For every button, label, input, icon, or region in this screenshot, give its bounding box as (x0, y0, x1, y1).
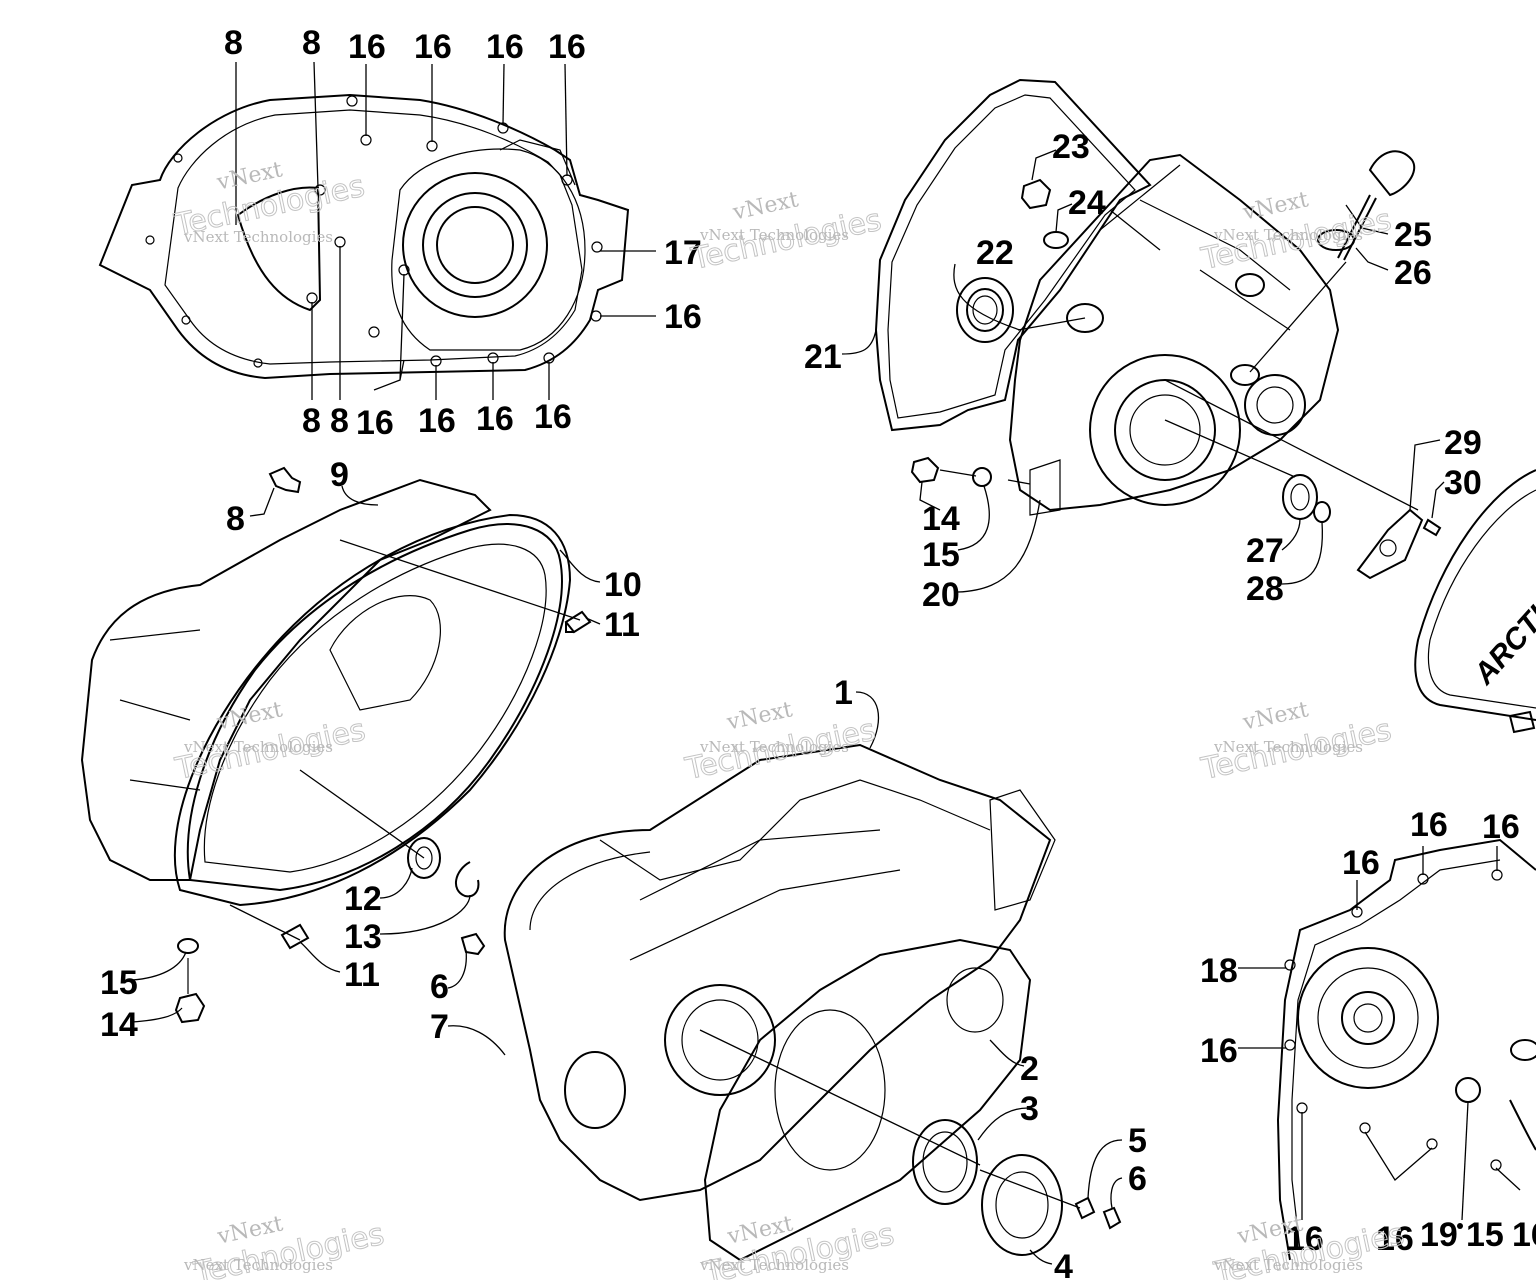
callout-label: 15 (100, 964, 138, 1002)
callout-label: 16 (486, 28, 524, 66)
callout-labels: 8 8 16 16 16 16 17 16 8 8 16 16 16 16 23… (100, 24, 1536, 1280)
watermark-text: vNext Technologies (1213, 1256, 1363, 1274)
callout-label: 16 (1482, 808, 1520, 846)
inner-clutch-cover-part (80, 478, 563, 892)
watermark-text: vNext Technologies (1213, 226, 1363, 244)
callout-label: 6 (430, 968, 449, 1006)
callout-label: 5 (1128, 1122, 1147, 1160)
callout-label: 15 (922, 536, 960, 574)
callout-label: 28 (1246, 570, 1284, 608)
callout-label: 16 (418, 402, 456, 440)
callout-label: 8 (226, 500, 245, 538)
callout-label: 11 (604, 606, 640, 644)
callout-label: 30 (1444, 464, 1482, 502)
callout-label: 8 (302, 24, 321, 62)
callout-label: 16 (356, 404, 394, 442)
callout-label: 8 (302, 402, 321, 440)
watermark-text: vNext Technologies (699, 1256, 849, 1274)
callout-label: 16 (1342, 844, 1380, 882)
watermark-text: vNext Technologies (183, 738, 333, 756)
callout-label: 20 (922, 576, 960, 614)
callout-label: 16 (414, 28, 452, 66)
callout-label: 18 (1200, 952, 1238, 990)
callout-label: 16 (1200, 1032, 1238, 1070)
callout-label: 16 (1286, 1220, 1324, 1258)
callout-label: 16 (1376, 1220, 1414, 1258)
callout-label: 27 (1246, 532, 1284, 570)
callout-label: 16 (1512, 1216, 1536, 1254)
leader-lines (131, 61, 1521, 1265)
callout-label: 4 (1054, 1248, 1073, 1280)
callout-label: 16 (548, 28, 586, 66)
callout-label: 16 (534, 398, 572, 436)
callout-label: 7 (430, 1008, 449, 1046)
watermark-word: vNext (1240, 187, 1311, 225)
drain-bolt-part (910, 456, 992, 487)
gasket-part (173, 513, 572, 907)
dowel-pin-part (280, 610, 592, 950)
callout-label: 21 (804, 338, 842, 376)
crankcase-gasket-part (703, 938, 1032, 1262)
callout-label: 24 (1068, 184, 1106, 222)
callout-label: 25 (1394, 216, 1432, 254)
watermark-text: vNext Technologies (183, 1256, 333, 1274)
watermark-text: vNext Technologies (699, 226, 849, 244)
brand-lettering: ARCTIC (1467, 583, 1536, 691)
callout-label: 8 (330, 402, 349, 440)
callout-label: 16 (348, 28, 386, 66)
bearing-part (956, 277, 1014, 343)
watermarks: vNext Technologies vNext Technologies vN… (170, 157, 1407, 1280)
crankcase-part (503, 743, 1056, 1202)
callout-label: 17 (664, 234, 702, 272)
callout-label: 22 (976, 234, 1014, 272)
callout-label: 10 (604, 566, 642, 604)
callout-label: 13 (344, 918, 382, 956)
stator-cover-part (874, 78, 1340, 516)
watermark-word: vNext (1240, 697, 1311, 735)
callout-label: 19 (1420, 1216, 1458, 1254)
callout-label: 16 (664, 298, 702, 336)
callout-label: 9 (330, 456, 349, 494)
callout-label: 16 (476, 400, 514, 438)
callout-label: 29 (1444, 424, 1482, 462)
watermark-text: vNext Technologies (1213, 738, 1363, 756)
watermark-text: vNext Technologies (183, 228, 333, 246)
callout-label: 12 (344, 880, 382, 918)
plate-part (1356, 508, 1442, 580)
watermark-word: vNext (214, 697, 285, 735)
watermark-word: vNext (724, 697, 795, 735)
watermark-word: vNext (730, 187, 801, 225)
callout-label: 11 (344, 956, 380, 994)
callout-label: 2 (1020, 1050, 1039, 1088)
callout-label: 23 (1052, 128, 1090, 166)
callout-label: 14 (100, 1006, 138, 1044)
cover-bolt-part (268, 466, 302, 494)
crank-seal-part (912, 1119, 1063, 1256)
washer-bolt-part (174, 938, 206, 1024)
watermark-text: vNext Technologies (699, 738, 849, 756)
callout-label: 15 (1466, 1216, 1504, 1254)
dipstick-part (1317, 150, 1416, 261)
lock-washer-part (1074, 1196, 1122, 1230)
small-bolt-part (460, 932, 486, 956)
callout-label: 6 (1128, 1160, 1147, 1198)
callout-label: 1 (834, 674, 853, 712)
clutch-bearing-part (407, 837, 480, 898)
plug-part (1020, 178, 1069, 249)
callout-label: 16 (1410, 806, 1448, 844)
callout-label: 3 (1020, 1090, 1039, 1128)
callout-label: 8 (224, 24, 243, 62)
seal-part (1282, 474, 1331, 523)
callout-label: 14 (922, 500, 960, 538)
dot-marker (1457, 1223, 1463, 1229)
lower-right-cover-part (1276, 838, 1536, 1261)
callout-label: 26 (1394, 254, 1432, 292)
